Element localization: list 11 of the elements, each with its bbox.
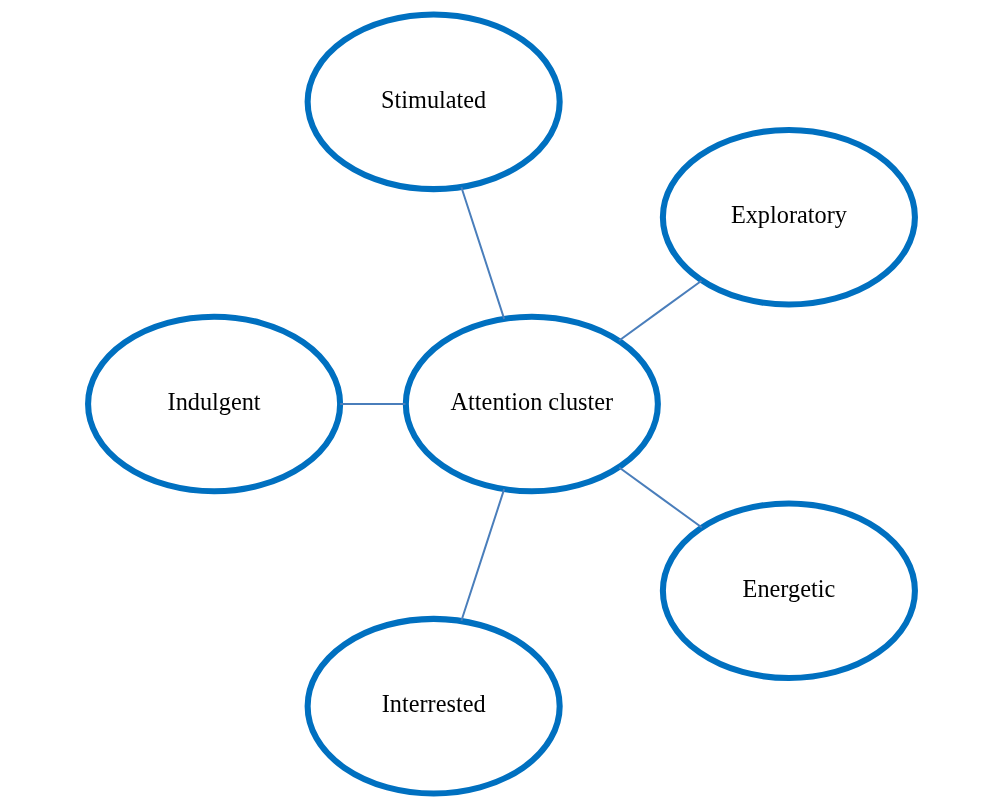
- node-ellipse: Energetic: [659, 500, 918, 682]
- node-ellipse: Attention cluster: [402, 313, 661, 495]
- node-ellipse: Interrested: [304, 615, 563, 797]
- node-ellipse: Indulgent: [84, 313, 343, 495]
- node-ellipse: Exploratory: [659, 126, 918, 308]
- connector: [338, 403, 406, 405]
- connector: [459, 186, 505, 320]
- connector: [617, 279, 702, 342]
- node-ellipse: Stimulated: [304, 11, 563, 193]
- connector: [617, 466, 703, 529]
- connector: [459, 488, 505, 622]
